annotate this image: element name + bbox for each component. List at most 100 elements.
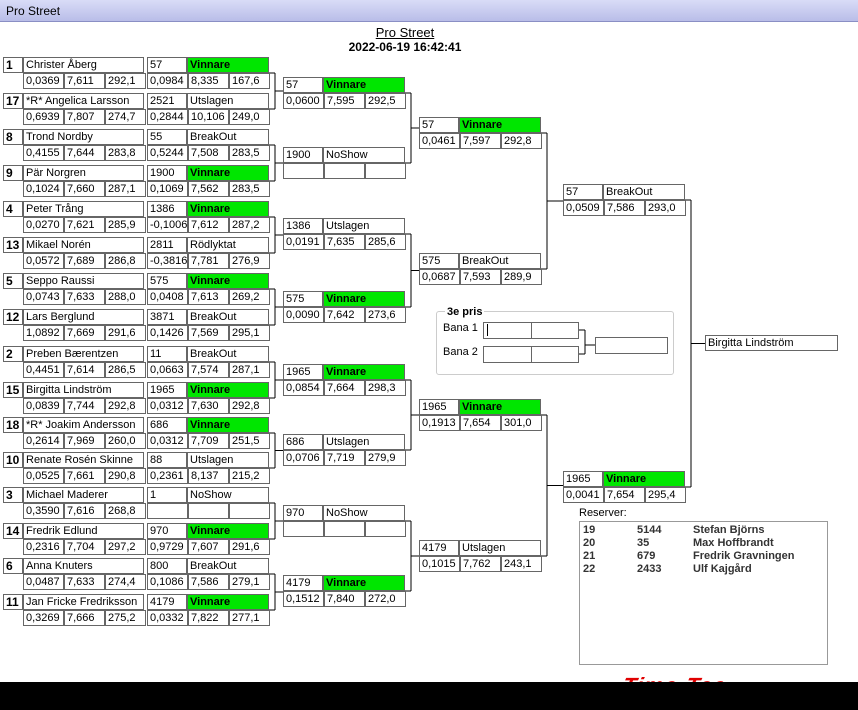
- racer-name: Peter Trång: [23, 201, 144, 217]
- title-bar: Pro Street: [0, 0, 858, 22]
- lane2-input[interactable]: [483, 346, 532, 363]
- racer-name: Michael Maderer: [23, 487, 144, 503]
- reserve-no: 5144: [637, 524, 662, 536]
- seed-number: 15: [3, 382, 23, 398]
- round2-stat: 0,1512: [283, 591, 324, 607]
- racer-stat: 7,616: [64, 503, 105, 519]
- result-status: BreakOut: [187, 129, 269, 145]
- round2-stat: 7,595: [324, 93, 365, 109]
- round1-stat: 7,781: [188, 253, 229, 269]
- racer-name: Christer Åberg: [23, 57, 144, 73]
- start-number: 1965: [283, 364, 323, 380]
- main-window: Pro Street Pro Street 2022-06-19 16:42:4…: [0, 0, 858, 682]
- racer-stat: 7,660: [64, 181, 105, 197]
- seed-number: 14: [3, 523, 23, 539]
- racer-name: Anna Knuters: [23, 558, 144, 574]
- racer-stat: 7,807: [64, 109, 105, 125]
- round1-stat: 279,1: [229, 574, 270, 590]
- start-number: 57: [563, 184, 603, 200]
- result-status: BreakOut: [187, 346, 269, 362]
- reserve-name: Stefan Björns: [693, 524, 765, 536]
- page-datetime: 2022-06-19 16:42:41: [348, 40, 462, 54]
- racer-stat: 292,1: [105, 73, 146, 89]
- round1-stat: 7,822: [188, 610, 229, 626]
- round1-stat: 0,2844: [147, 109, 188, 125]
- result-status: Vinnare: [187, 523, 269, 539]
- round3-stat: 0,0461: [419, 133, 460, 149]
- reserve-pos: 20: [583, 537, 596, 549]
- round1-stat: 0,0312: [147, 433, 188, 449]
- third-place-winner: [595, 337, 668, 354]
- lane1-input[interactable]: [483, 322, 532, 339]
- racer-name: Fredrik Edlund: [23, 523, 144, 539]
- racer-name: *R* Joakim Andersson: [23, 417, 144, 433]
- round1-stat: 287,1: [229, 362, 270, 378]
- start-number: 1965: [563, 471, 603, 487]
- round1-stat: 7,612: [188, 217, 229, 233]
- result-status: BreakOut: [187, 309, 269, 325]
- result-status: Vinnare: [187, 594, 269, 610]
- seed-number: 2: [3, 346, 23, 362]
- round2-stat: 285,6: [365, 234, 406, 250]
- racer-name: Preben Bærentzen: [23, 346, 144, 362]
- round2-stat: 7,719: [324, 450, 365, 466]
- round2-stat: [283, 521, 324, 537]
- final-winner: Birgitta Lindström: [705, 335, 838, 351]
- racer-stat: 285,9: [105, 217, 146, 233]
- start-number: 1386: [147, 201, 187, 217]
- start-number: 88: [147, 452, 187, 468]
- result-status: Utslagen: [187, 452, 269, 468]
- round1-stat: 7,569: [188, 325, 229, 341]
- round2-stat: 0,0090: [283, 307, 324, 323]
- round2-stat: 7,635: [324, 234, 365, 250]
- start-number: 57: [419, 117, 459, 133]
- start-number: 1965: [147, 382, 187, 398]
- round2-stat: 7,664: [324, 380, 365, 396]
- round1-stat: 0,1069: [147, 181, 188, 197]
- lane2-label: Bana 2: [443, 346, 478, 358]
- seed-number: 10: [3, 452, 23, 468]
- racer-stat: 1,0892: [23, 325, 64, 341]
- racer-stat: 290,8: [105, 468, 146, 484]
- round4-stat: 293,0: [645, 200, 686, 216]
- round1-stat: 7,613: [188, 289, 229, 305]
- round1-stat: 7,574: [188, 362, 229, 378]
- racer-stat: 7,633: [64, 574, 105, 590]
- racer-stat: 0,3590: [23, 503, 64, 519]
- round2-stat: [365, 163, 406, 179]
- round2-stat: 292,5: [365, 93, 406, 109]
- round1-stat: 0,1426: [147, 325, 188, 341]
- page-title: Pro Street: [375, 25, 435, 40]
- round3-stat: 0,1015: [419, 556, 460, 572]
- racer-stat: 7,661: [64, 468, 105, 484]
- racer-stat: 274,4: [105, 574, 146, 590]
- result-status: Vinnare: [603, 471, 685, 487]
- third-place-title: 3e pris: [445, 306, 485, 318]
- result-status: Vinnare: [187, 201, 269, 217]
- round1-stat: [188, 503, 229, 519]
- seed-number: 18: [3, 417, 23, 433]
- racer-name: Pär Norgren: [23, 165, 144, 181]
- round1-stat: 295,1: [229, 325, 270, 341]
- round2-stat: 279,9: [365, 450, 406, 466]
- round4-stat: 295,4: [645, 487, 686, 503]
- round1-stat: 0,0408: [147, 289, 188, 305]
- racer-name: Mikael Norén: [23, 237, 144, 253]
- seed-number: 6: [3, 558, 23, 574]
- round1-stat: 269,2: [229, 289, 270, 305]
- start-number: 1: [147, 487, 187, 503]
- racer-stat: 7,666: [64, 610, 105, 626]
- result-status: Vinnare: [187, 417, 269, 433]
- result-status: NoShow: [187, 487, 269, 503]
- result-status: NoShow: [323, 147, 405, 163]
- racer-stat: 288,0: [105, 289, 146, 305]
- racer-name: *R* Angelica Larsson: [23, 93, 144, 109]
- seed-number: 11: [3, 594, 23, 610]
- start-number: 11: [147, 346, 187, 362]
- round1-stat: 0,2361: [147, 468, 188, 484]
- round2-stat: 0,0600: [283, 93, 324, 109]
- round4-stat: 0,0509: [563, 200, 604, 216]
- round1-stat: 291,6: [229, 539, 270, 555]
- racer-stat: 0,3269: [23, 610, 64, 626]
